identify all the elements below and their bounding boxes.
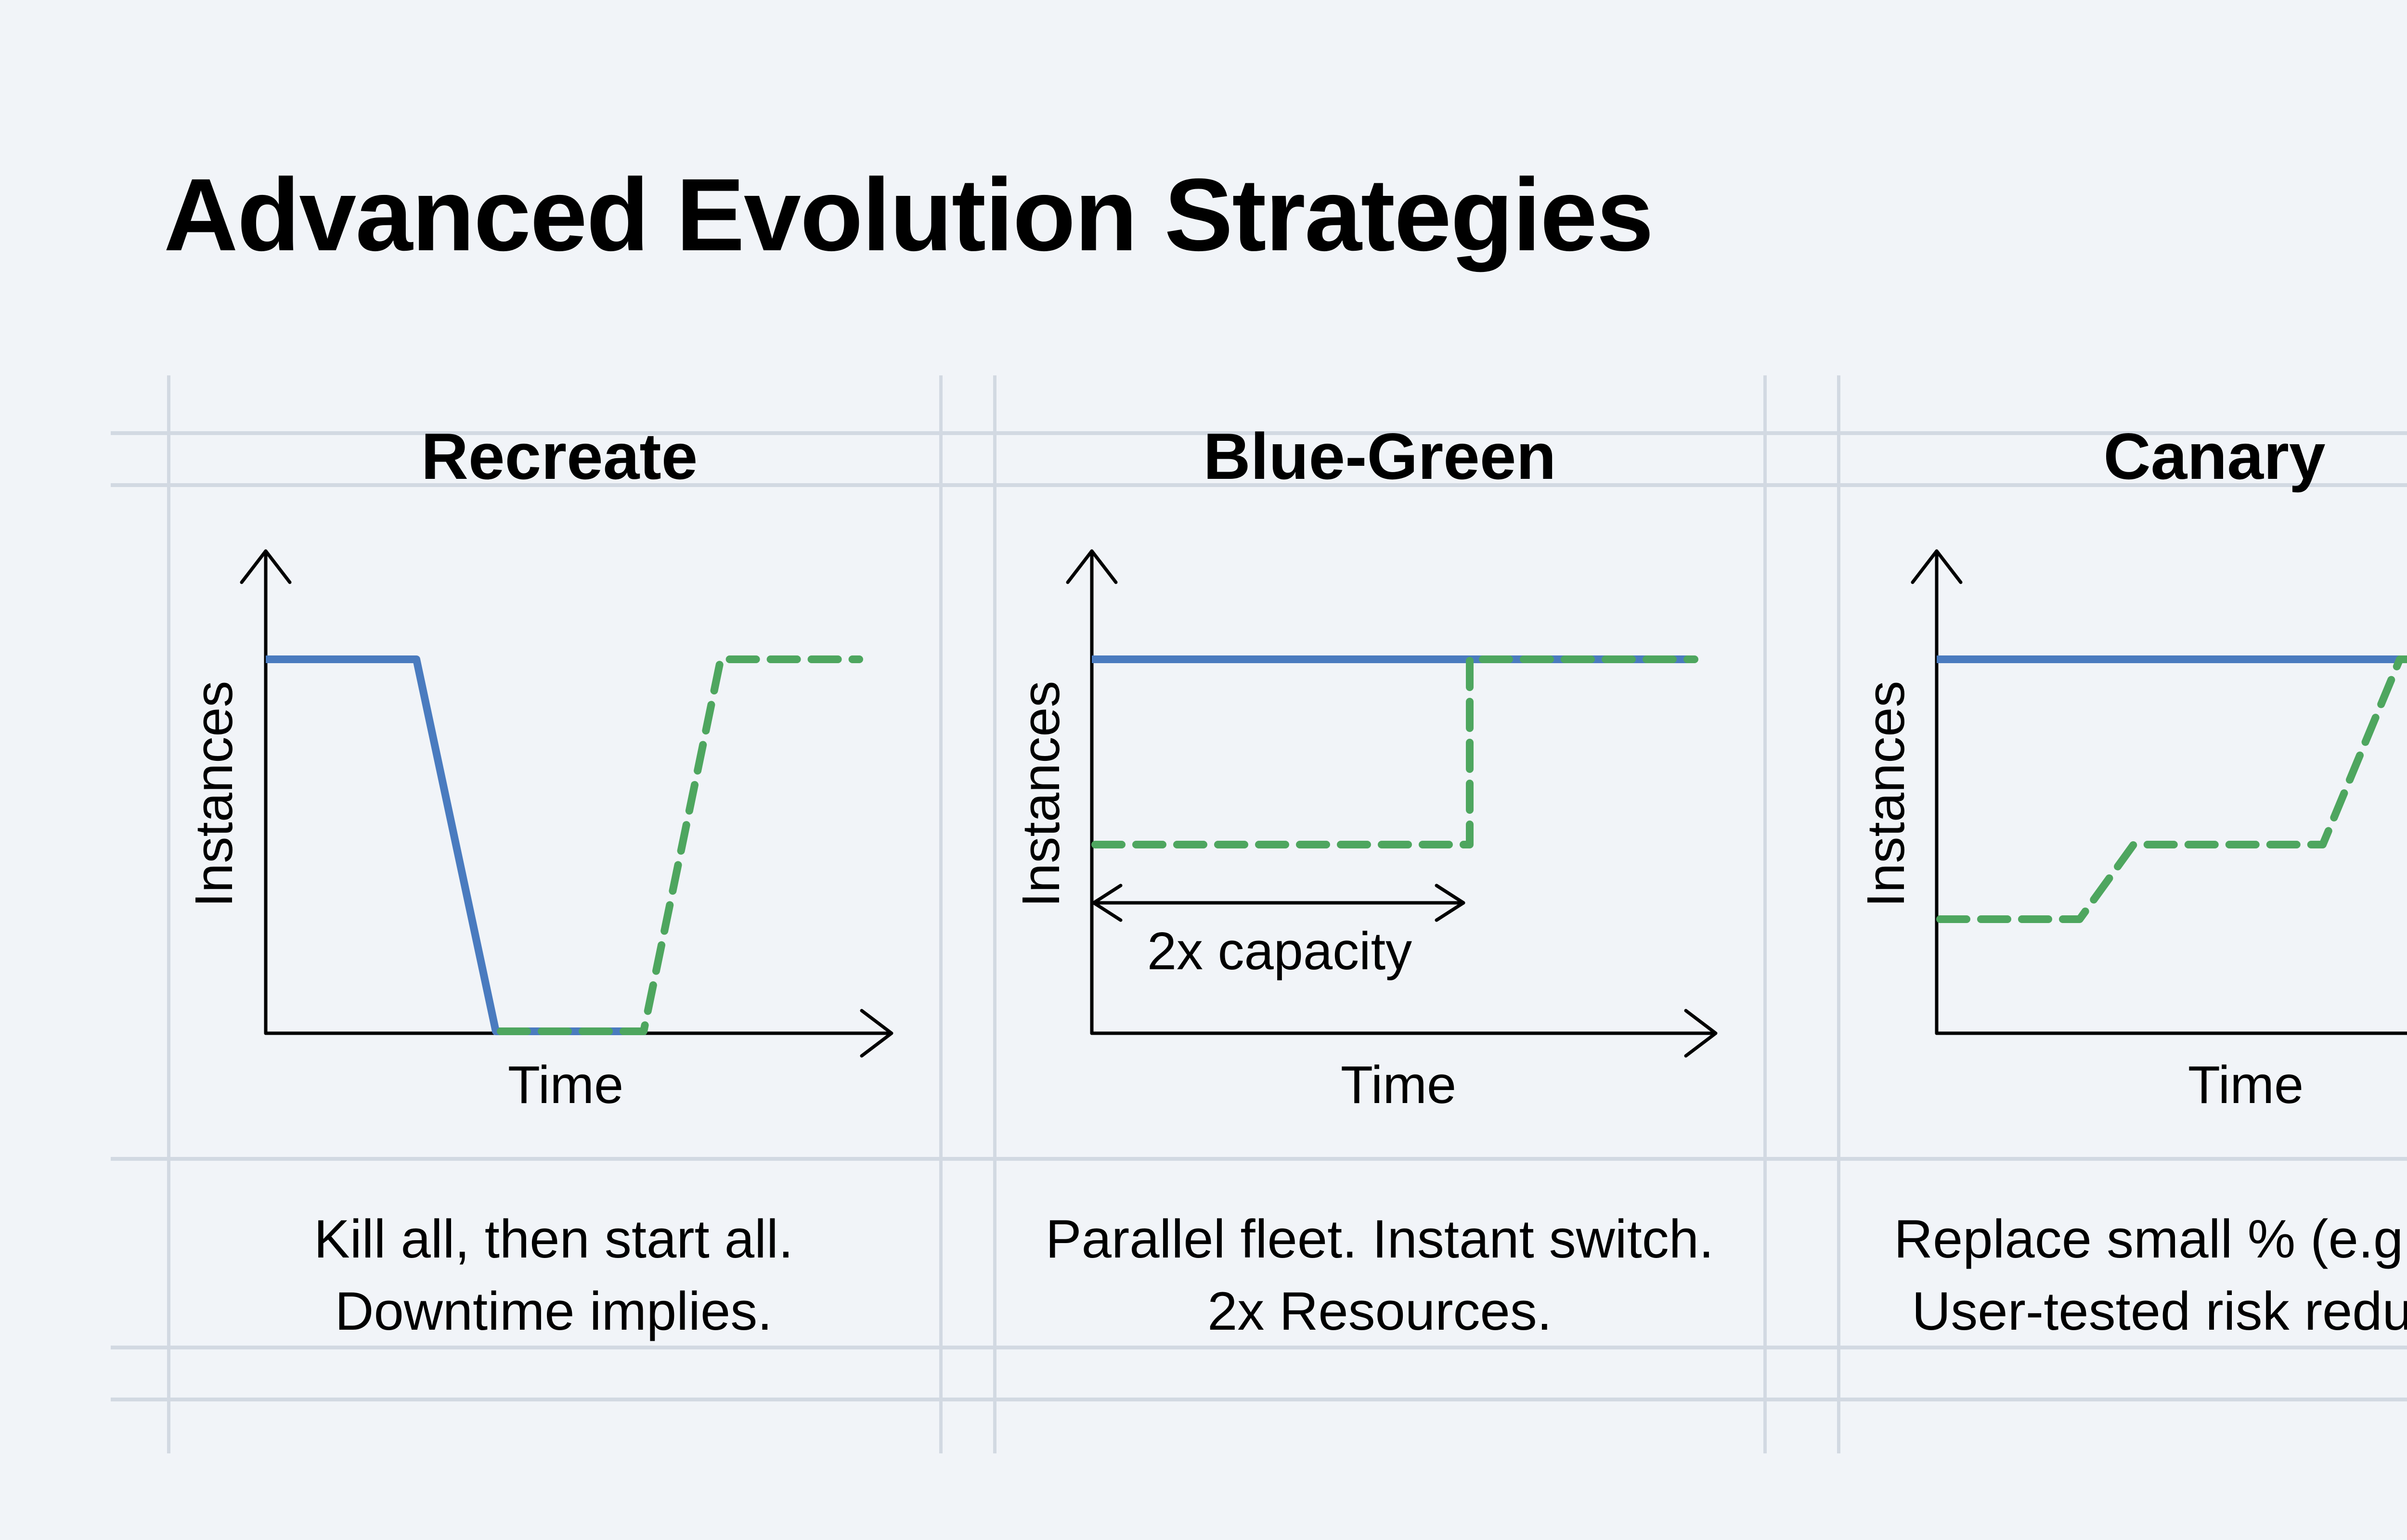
old-version-line xyxy=(266,655,645,1035)
new-version-line xyxy=(1091,655,1698,848)
chart-canary xyxy=(1911,549,2407,1035)
chart-recreate xyxy=(240,549,893,1058)
grid-line-col1-right xyxy=(939,375,943,1453)
slide-title: Advanced Evolution Strategies xyxy=(164,157,1654,272)
x-axis xyxy=(1935,1031,2407,1035)
column-header-recreate: Recreate xyxy=(421,420,698,493)
y-axis xyxy=(1911,549,1963,1035)
description-line-2: User-tested risk reduction. xyxy=(1912,1281,2407,1341)
description-blue-green: Parallel fleet. Instant switch. 2x Resou… xyxy=(1046,1203,1714,1348)
y-axis-label-recreate: Instances xyxy=(184,680,244,908)
y-axis-label-canary: Instances xyxy=(1856,680,1915,908)
description-line-1: Kill all, then start all. xyxy=(314,1209,793,1269)
grid-line-desc-bottom xyxy=(111,1346,2407,1349)
grid-line-header-top xyxy=(111,431,2407,435)
description-line-1: Replace small % (e.g., 5%). xyxy=(1894,1209,2407,1269)
description-canary: Replace small % (e.g., 5%). User-tested … xyxy=(1894,1203,2407,1348)
description-line-2: 2x Resources. xyxy=(1207,1281,1552,1341)
grid-line-footer xyxy=(111,1398,2407,1401)
y-axis-label-blue-green: Instances xyxy=(1011,680,1071,908)
column-header-canary: Canary xyxy=(2103,420,2326,493)
y-axis xyxy=(1066,549,1118,1035)
description-recreate: Kill all, then start all. Downtime impli… xyxy=(314,1203,793,1348)
y-axis xyxy=(240,549,292,1035)
grid-line-header-bottom xyxy=(111,483,2407,487)
grid-line-col3-left xyxy=(1837,375,1840,1453)
x-axis-label-blue-green: Time xyxy=(1340,1055,1457,1115)
x-axis-label-recreate: Time xyxy=(507,1055,624,1115)
column-header-blue-green: Blue-Green xyxy=(1203,420,1556,493)
grid-line-col1-left xyxy=(167,375,170,1453)
x-axis xyxy=(1090,1009,1718,1058)
capacity-double-arrow xyxy=(1092,884,1465,922)
description-line-2: Downtime implies. xyxy=(335,1281,773,1341)
description-line-1: Parallel fleet. Instant switch. xyxy=(1045,1209,1714,1269)
new-version-line xyxy=(1936,655,2407,923)
capacity-annotation: 2x capacity xyxy=(1147,922,1412,981)
chart-blue-green xyxy=(1066,549,1718,1058)
x-axis-label-canary: Time xyxy=(2187,1055,2304,1115)
grid-line-col2-left xyxy=(993,375,996,1453)
grid-line-chart-bottom xyxy=(111,1157,2407,1161)
grid-line-col2-right xyxy=(1763,375,1767,1453)
new-version-line xyxy=(497,655,863,1035)
